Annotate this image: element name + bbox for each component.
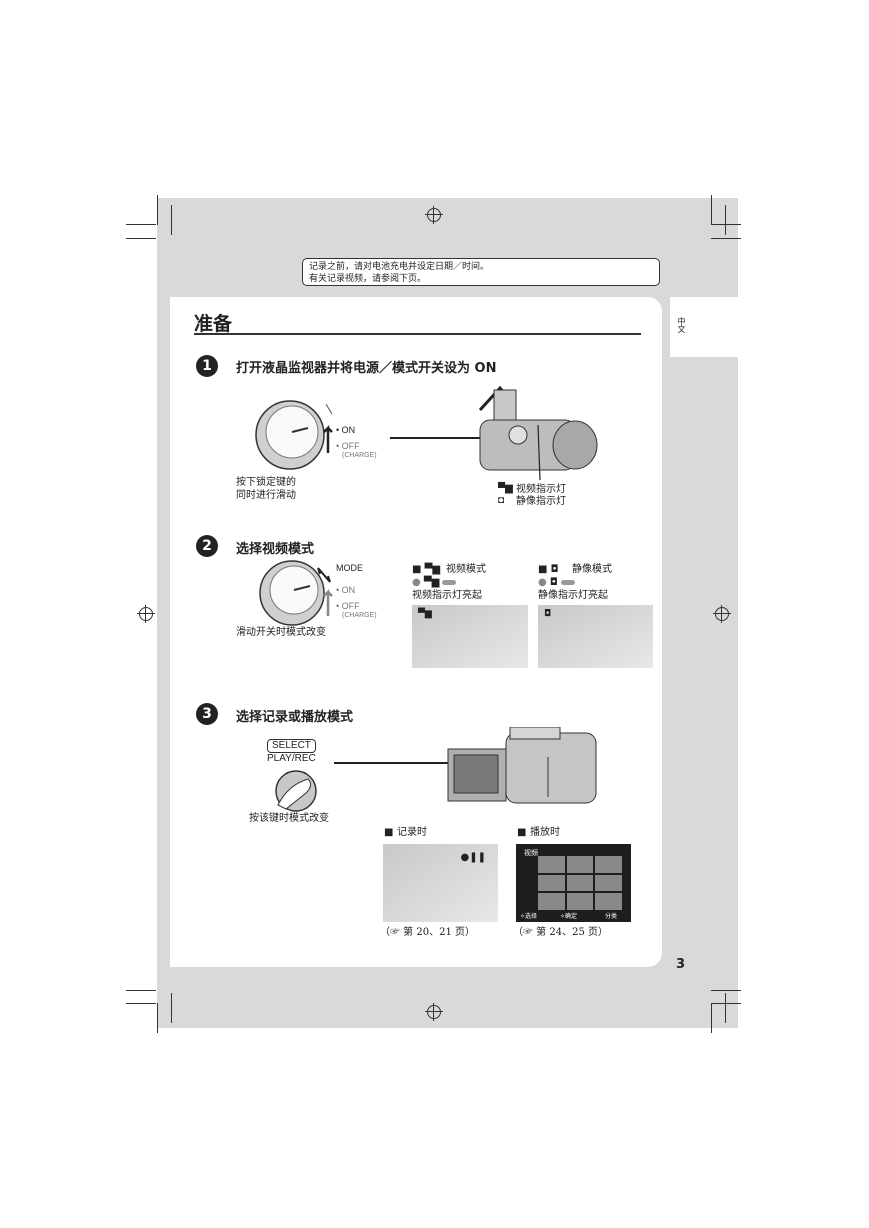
recording-screen: ●❚❚ [383,844,498,922]
thumbnail [566,893,594,910]
step1-hint-line1: 按下锁定键的 [236,477,296,488]
step1-heading: 打开液晶监视器并将电源／模式开关设为 ON [236,361,497,376]
thumbnail [538,893,565,910]
page-number: 3 [676,957,686,972]
still-lamp-on-label: 静像指示灯亮起 [538,590,608,601]
info-note-line2: 有关记录视频，请参阅下页。 [309,274,427,284]
side-tab-label: 中文 [677,317,686,333]
video-lamp-on-label: 视频指示灯亮起 [412,590,482,601]
thumbnail [595,856,622,873]
thumbnail [538,874,565,892]
step3-heading: 选择记录或播放模式 [236,710,354,725]
title-divider [194,333,641,335]
playback-sort-label: 分类 [604,913,617,920]
video-mode-label: 视频模式 [446,564,486,575]
finger-press-icon [275,770,317,812]
crop-mark [157,195,158,225]
still-mode-bullet: ■ ◘ [538,564,559,575]
step2-number: 2 [196,535,218,557]
crop-mark [126,224,156,225]
crop-mark [725,205,726,235]
playback-page-ref: （☞ 第 24、25 页） [513,927,608,938]
crop-mark [126,238,156,239]
step2-off-label: • OFF [336,601,360,611]
step3-leader-line [334,762,546,764]
mode-label: MODE [336,563,363,573]
recording-bullet: ■ [384,827,394,838]
camera-icon: ◘ [498,495,505,506]
playback-ok-label: ✧确定 [560,913,578,920]
step1-hint-line2: 同时进行滑动 [236,490,296,501]
playback-screen: 视频 ✧选择 ✧确定 分类 [516,844,631,922]
video-mode-screen: ▀▆ [412,605,528,668]
thumbnail [538,856,565,873]
step1-on-label: • ON [336,425,356,435]
recording-label: 记录时 [397,827,427,838]
video-lamp-label: 视频指示灯 [516,484,566,495]
video-camera-icon: ▀▆ [418,609,432,619]
video-lamp-icon: ▀▆ [498,483,513,494]
power-dial-illustration [255,400,333,470]
page-title: 准备 [194,313,233,335]
playback-screen-title: 视频 [524,849,538,857]
crop-mark [171,205,172,235]
still-mode-label: 静像模式 [572,564,612,575]
info-note: 记录之前，请对电池充电并设定日期／时间。 有关记录视频，请参阅下页。 [302,258,660,286]
still-mode-screen: ◘ [538,605,653,668]
info-note-line1: 记录之前，请对电池充电并设定日期／时间。 [309,262,490,272]
registration-mark-icon [425,1003,443,1021]
still-lamp-indicator: ● ◘ [538,576,576,589]
crop-mark [157,1003,158,1033]
crop-mark [711,990,741,991]
video-mode-bullet: ■ ▀▆ [412,564,441,575]
registration-mark-icon [425,206,443,224]
mode-dial-illustration [259,560,333,626]
crop-mark [711,1003,741,1004]
crop-mark [126,1003,156,1004]
record-pause-icon: ●❚❚ [460,852,486,863]
playback-select-label: ✧选择 [520,913,538,920]
thumbnail [595,874,622,892]
thumbnail-grid [538,856,622,910]
playback-label: 播放时 [530,827,560,838]
playrec-key-label: PLAY/REC [267,753,316,764]
crop-mark [711,224,741,225]
step1-charge-label: (CHARGE) [342,452,377,459]
step2-charge-label: (CHARGE) [342,612,377,619]
step3-number: 3 [196,703,218,725]
thumbnail [566,874,594,892]
step1-number: 1 [196,355,218,377]
crop-mark [171,993,172,1023]
crop-mark [711,238,741,239]
crop-mark [711,1003,712,1033]
still-lamp-label: 静像指示灯 [516,496,566,507]
thumbnail [595,893,622,910]
select-key-label: SELECT [267,739,316,753]
playback-bullet: ■ [517,827,527,838]
registration-mark-icon [137,605,155,623]
crop-mark [126,990,156,991]
camcorder-open-illustration [478,385,598,480]
thumbnail [566,856,594,873]
camera-icon: ◘ [544,609,552,619]
step1-off-label: • OFF [336,441,360,451]
crop-mark [725,993,726,1023]
step1-leader-line [390,437,518,439]
crop-mark [711,195,712,225]
step3-hint: 按该键时模式改变 [249,813,329,824]
video-lamp-indicator: ● ▀▆ [412,576,457,589]
registration-mark-icon [713,605,731,623]
recording-page-ref: （☞ 第 20、21 页） [380,927,475,938]
step2-hint: 滑动开关时模式改变 [236,627,326,638]
step2-heading: 选择视频模式 [236,542,315,557]
side-tab: 中文 [670,297,738,357]
camcorder-side-illustration [447,727,597,804]
step2-on-label: • ON [336,585,356,595]
